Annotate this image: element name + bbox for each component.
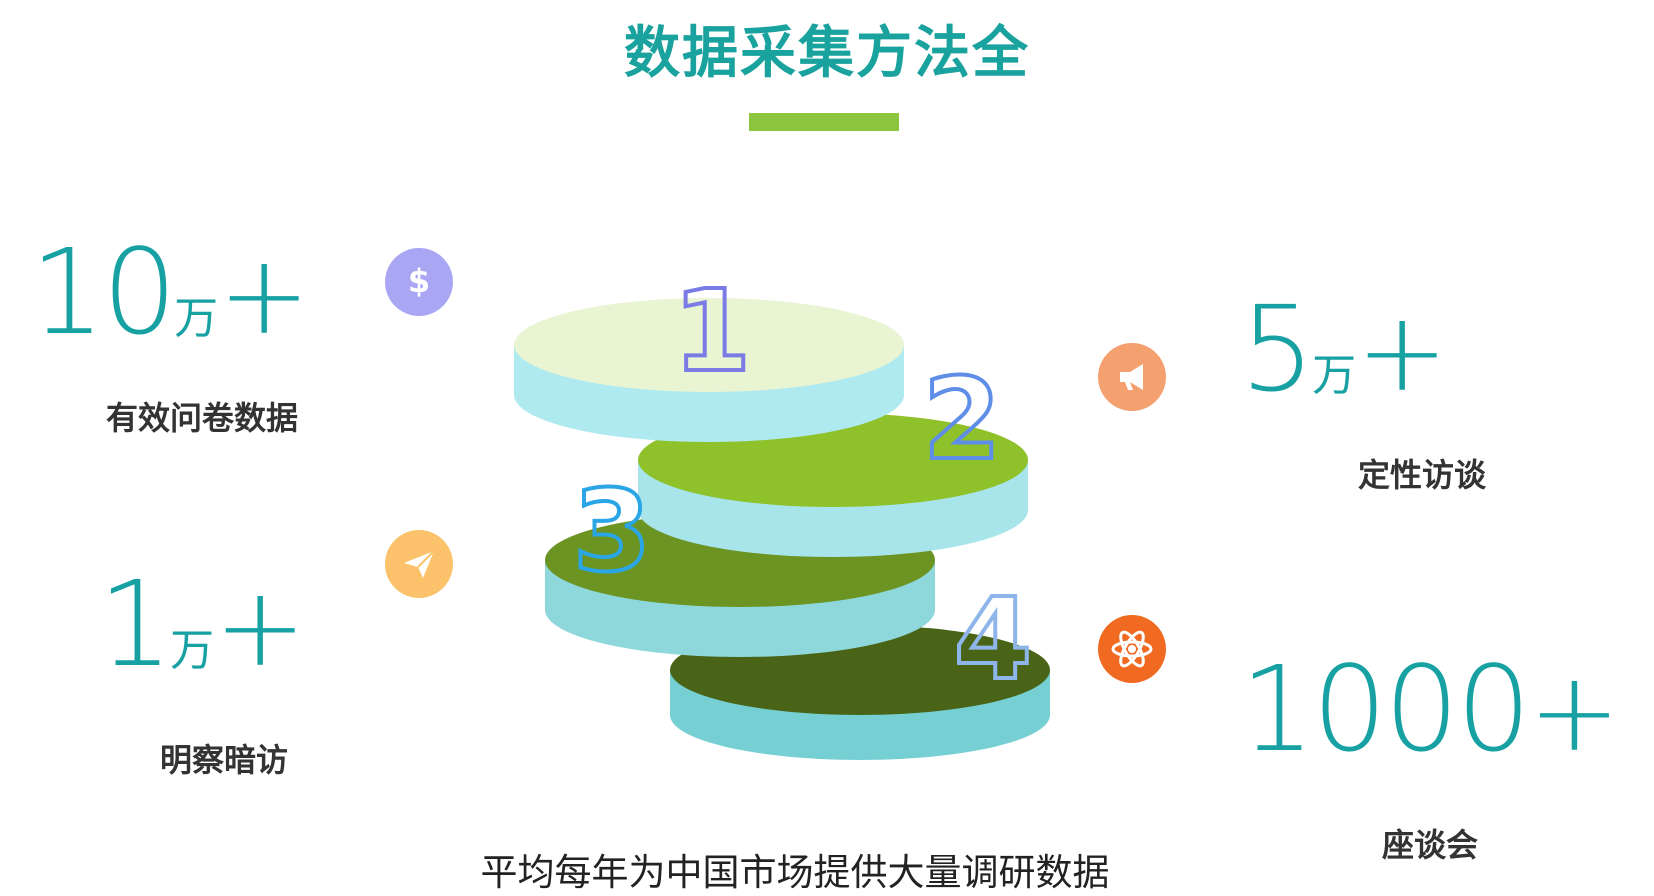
stat-interview: 5万+ bbox=[1240, 290, 1448, 408]
stat-forum: 1000+ bbox=[1240, 650, 1620, 768]
stat-mystery-unit: 万 bbox=[170, 625, 215, 676]
stat-interview-unit: 万 bbox=[1312, 350, 1357, 401]
disk-1-number: 1 bbox=[673, 267, 751, 397]
megaphone-icon bbox=[1098, 343, 1166, 411]
stat-forum-plus: + bbox=[1528, 648, 1621, 776]
stat-mystery-plus: + bbox=[214, 563, 307, 691]
stat-interview-number: 5 bbox=[1240, 280, 1315, 418]
disk-4-number: 4 bbox=[954, 575, 1032, 705]
stat-questionnaire-plus: + bbox=[218, 231, 311, 359]
title-underline bbox=[749, 113, 899, 131]
page-title: 数据采集方法全 bbox=[624, 21, 1030, 86]
stat-forum-label: 座谈会 bbox=[1382, 826, 1479, 864]
disk-3-number: 3 bbox=[573, 467, 651, 597]
stat-mystery-label: 明察暗访 bbox=[160, 741, 289, 779]
stat-questionnaire: 10万+ bbox=[30, 233, 310, 351]
stat-mystery-number: 1 bbox=[98, 555, 173, 693]
stat-questionnaire-number: 10 bbox=[30, 223, 177, 361]
stat-questionnaire-unit: 万 bbox=[174, 293, 219, 344]
stat-interview-plus: + bbox=[1356, 288, 1449, 416]
stat-forum-number: 1000 bbox=[1240, 640, 1531, 778]
stat-questionnaire-label: 有效问卷数据 bbox=[106, 399, 299, 437]
dollar-icon: $ bbox=[385, 248, 453, 316]
paper-plane-icon bbox=[385, 530, 453, 598]
stat-interview-label: 定性访谈 bbox=[1358, 456, 1487, 494]
stat-mystery: 1万+ bbox=[98, 565, 306, 683]
atom-icon bbox=[1098, 615, 1166, 683]
footer-caption: 平均每年为中国市场提供大量调研数据 bbox=[480, 851, 1110, 894]
disk-2-number: 2 bbox=[923, 355, 1001, 485]
svg-text:$: $ bbox=[408, 262, 430, 300]
disk-1 bbox=[514, 298, 904, 442]
